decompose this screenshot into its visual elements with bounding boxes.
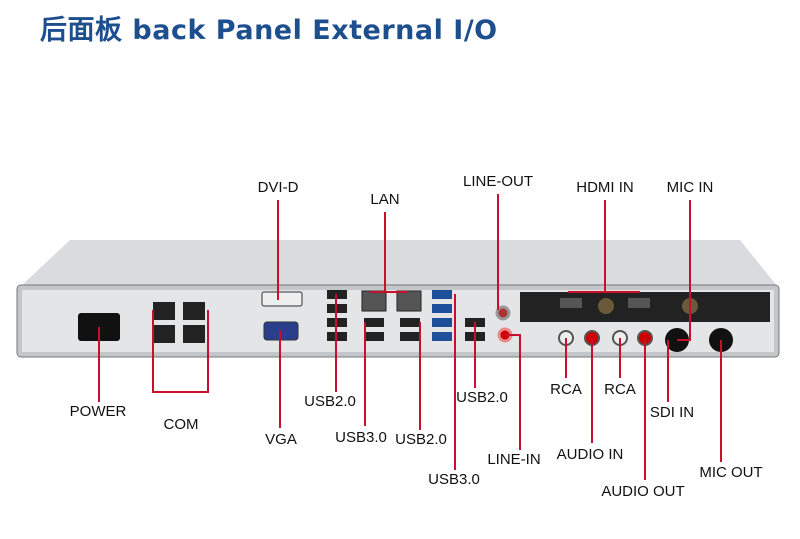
label-line-in: LINE-IN: [487, 451, 541, 468]
label-usb30-a: USB3.0: [335, 429, 387, 446]
label-power: POWER: [69, 403, 127, 420]
page-title: 后面板 back Panel External I/O: [40, 15, 498, 46]
label-usb20-c: USB2.0: [456, 389, 508, 406]
label-line-out: LINE-OUT: [462, 173, 534, 190]
lan-ports: [361, 290, 422, 312]
label-audio-out: AUDIO OUT: [601, 483, 685, 500]
label-rca-a: RCA: [550, 381, 582, 398]
label-usb20-b: USB2.0: [395, 431, 447, 448]
leader-lines: [98, 194, 722, 480]
label-sdi-in: SDI IN: [649, 404, 695, 421]
hdmi-port-2: [628, 298, 650, 308]
sdi-bnc-1: [598, 298, 614, 314]
label-rca-b: RCA: [604, 381, 636, 398]
label-hdmi-in: HDMI IN: [576, 179, 634, 196]
label-mic-out: MIC OUT: [699, 464, 763, 481]
label-usb30-b: USB3.0: [428, 471, 480, 488]
label-usb20-a: USB2.0: [304, 393, 356, 410]
label-dvi-d: DVI-D: [257, 179, 299, 196]
com-ports: [153, 302, 205, 343]
line-out-jack: [495, 305, 511, 321]
label-vga: VGA: [265, 431, 297, 448]
hdmi-port-1: [560, 298, 582, 308]
chassis-top: [20, 240, 778, 287]
label-mic-in: MIC IN: [666, 179, 714, 196]
label-lan: LAN: [370, 191, 400, 208]
usb3-ports: [432, 290, 452, 341]
dvi-port: [261, 291, 303, 307]
label-audio-in: AUDIO IN: [556, 446, 624, 463]
label-com: COM: [163, 416, 199, 433]
